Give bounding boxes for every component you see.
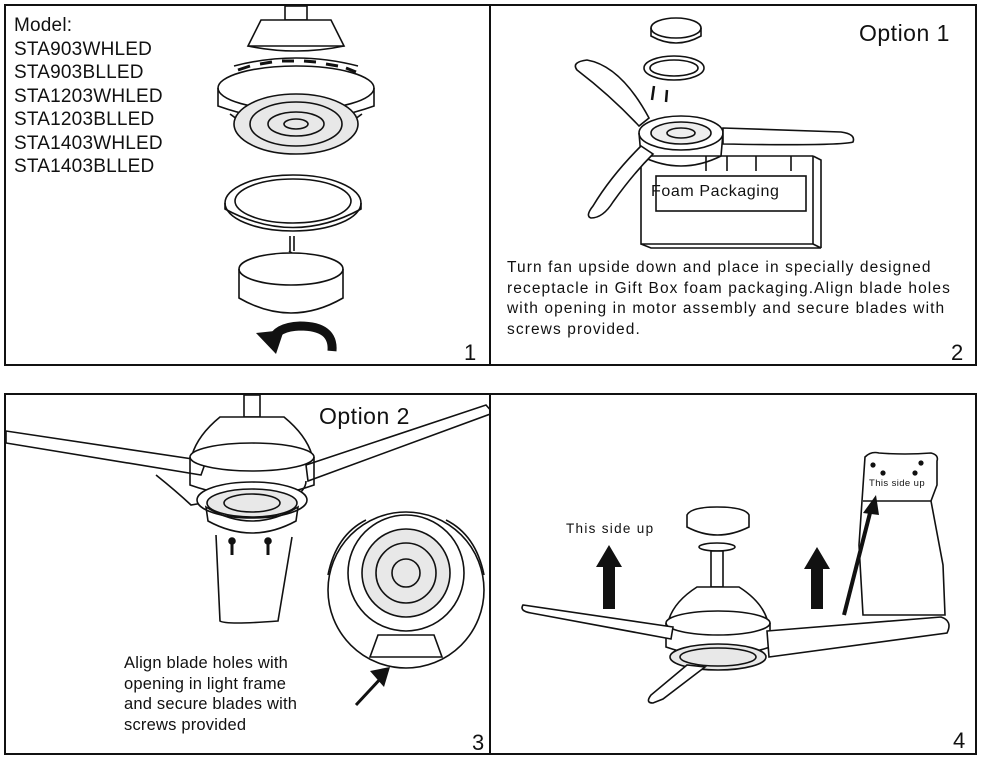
foam-packaging-label: Foam Packaging bbox=[651, 183, 780, 200]
instruction-line: screws provided. bbox=[507, 320, 641, 338]
instruction-line: with opening in motor assembly and secur… bbox=[507, 300, 946, 317]
blade-this-side-up-label: This side up bbox=[869, 478, 926, 489]
step-number: 3 bbox=[472, 730, 485, 755]
option-2-title: Option 2 bbox=[319, 403, 410, 429]
model-list: Model: STA903WHLED STA903BLLED STA1203WH… bbox=[14, 14, 163, 179]
model-number: STA1403WHLED bbox=[14, 132, 163, 154]
model-number: STA903WHLED bbox=[14, 38, 153, 60]
model-number: STA1203BLLED bbox=[14, 109, 155, 130]
instruction-line: Align blade holes with bbox=[124, 654, 289, 672]
exploded-light-kit-illustration bbox=[217, 6, 375, 354]
instruction-line: Turn fan upside down and place in specia… bbox=[507, 259, 932, 276]
step-1-panel: Model: STA903WHLED STA903BLLED STA1203WH… bbox=[4, 4, 491, 366]
model-number: STA1403BLLED bbox=[14, 156, 155, 177]
instruction-line: receptacle in Gift Box foam packaging.Al… bbox=[507, 279, 951, 297]
model-label: Model: bbox=[14, 15, 73, 36]
step-4-panel: This side up This side up 4 bbox=[489, 393, 977, 755]
this-side-up-label: This side up bbox=[566, 521, 655, 536]
assembled-fan-orientation-illustration bbox=[521, 451, 950, 704]
step-3-instructions: Align blade holes with opening in light … bbox=[124, 653, 354, 735]
instruction-line: screws provided bbox=[124, 715, 247, 734]
step-number: 2 bbox=[951, 340, 964, 365]
instruction-line: and secure blades with bbox=[124, 695, 298, 713]
instruction-line: opening in light frame bbox=[124, 674, 287, 693]
step-number: 1 bbox=[464, 340, 477, 365]
step-2-panel: Option 1 Foam Packaging Turn fan upside … bbox=[489, 4, 977, 366]
option-1-title: Option 1 bbox=[859, 20, 950, 46]
step-number: 4 bbox=[953, 728, 966, 753]
model-number: STA903BLLED bbox=[14, 62, 144, 83]
step-3-panel: Option 2 Align blade holes with opening … bbox=[4, 393, 491, 755]
step-2-instructions: Turn fan upside down and place in specia… bbox=[507, 258, 975, 340]
blade-attachment-illustration bbox=[6, 395, 489, 707]
model-number: STA1203WHLED bbox=[14, 85, 163, 107]
fan-in-foam-packaging-illustration bbox=[574, 17, 855, 249]
